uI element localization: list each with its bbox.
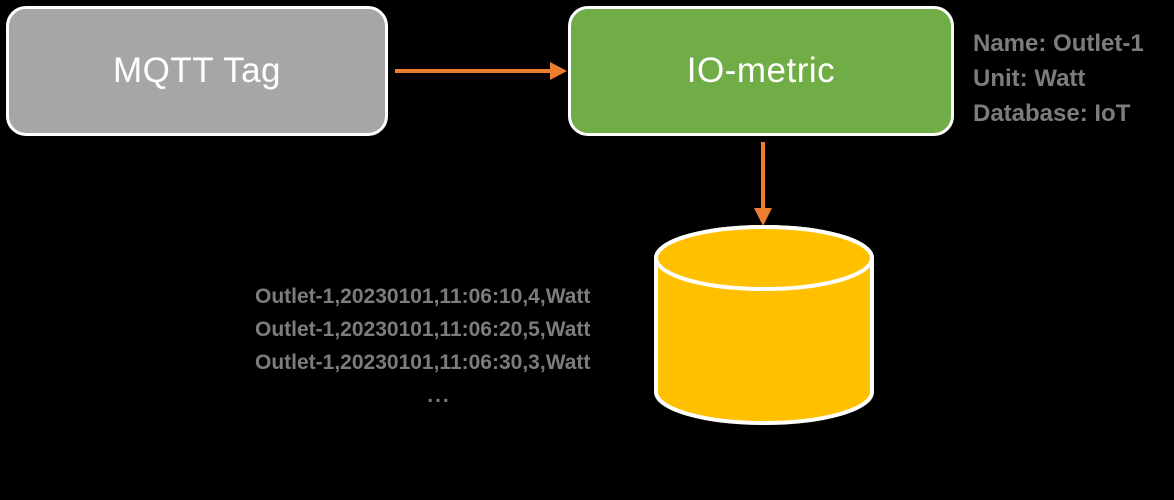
node-mqtt-tag-label: MQTT Tag [112,51,282,90]
right-arrow-icon [395,62,567,80]
node-io-metric-label: IO-metric [686,51,836,90]
data-record-line: Outlet-1,20230101,11:06:20,5,Watt [255,318,591,341]
node-io-metric: IO-metric [568,6,954,136]
database-cylinder-icon [654,225,874,425]
down-arrow-icon [754,142,772,226]
node-mqtt-tag: MQTT Tag [6,6,388,136]
data-records: Outlet-1,20230101,11:06:10,4,Watt Outlet… [255,280,623,412]
metric-properties: Name: Outlet-1 Unit: Watt Database: IoT [973,26,1144,131]
data-records-ellipsis: ... [427,384,451,407]
metric-property-unit: Unit: Watt [973,65,1086,92]
metric-property-database: Database: IoT [973,100,1131,127]
metric-property-name: Name: Outlet-1 [973,30,1144,57]
data-record-line: Outlet-1,20230101,11:06:30,3,Watt [255,351,591,374]
data-record-line: Outlet-1,20230101,11:06:10,4,Watt [255,285,591,308]
